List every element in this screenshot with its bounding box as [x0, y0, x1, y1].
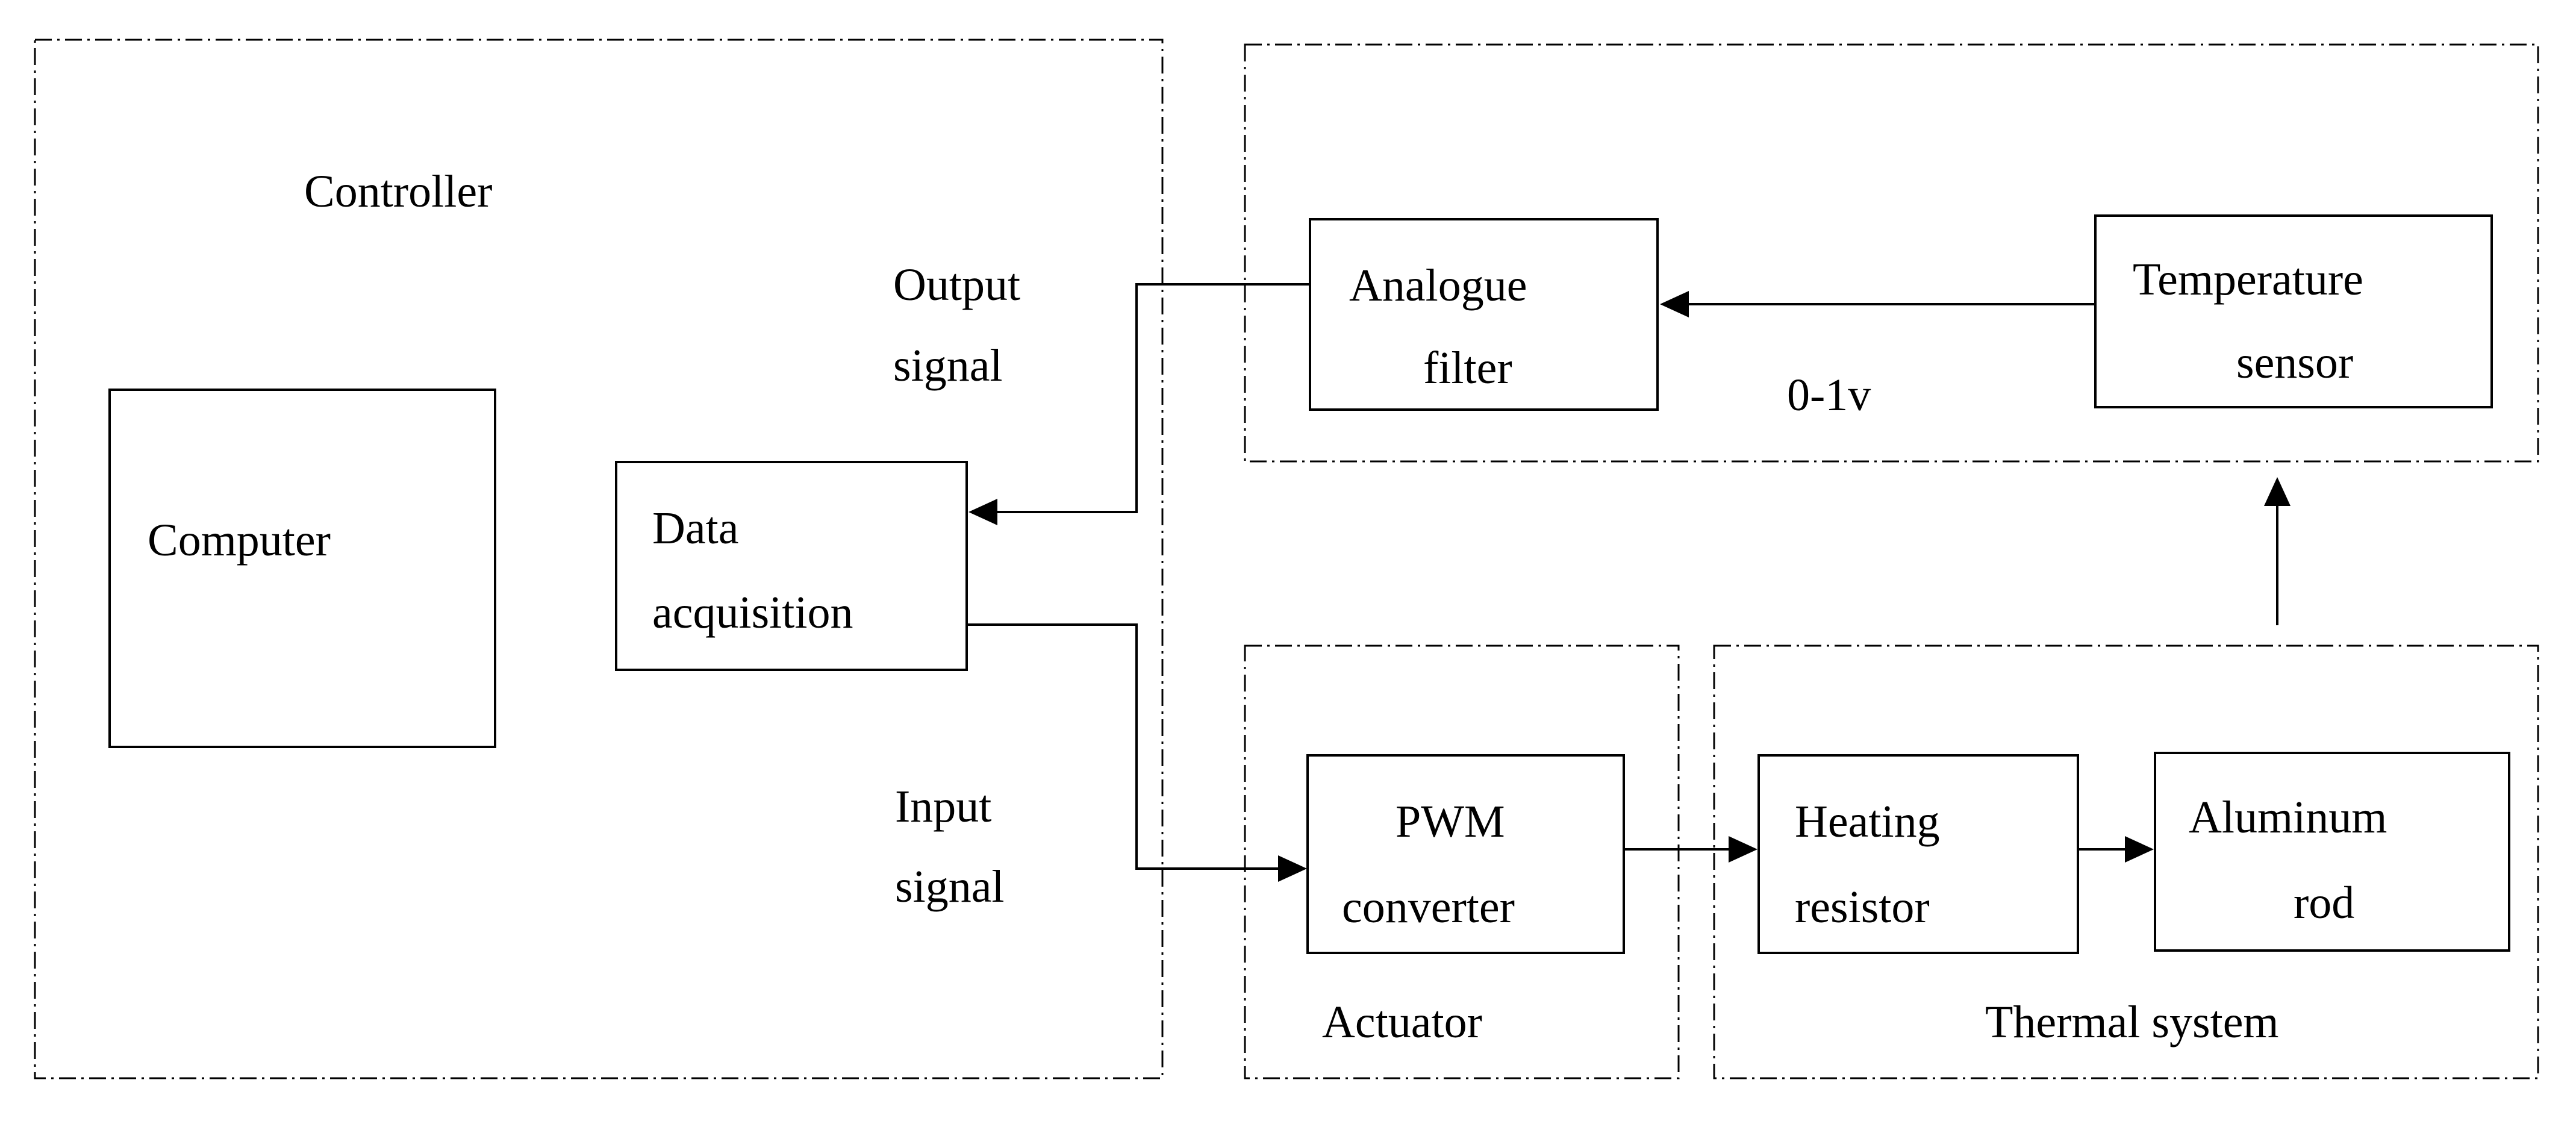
aluminum-rod-block: Aluminum rod: [2154, 752, 2510, 952]
temperature-sensor-label-line1: Temperature: [2133, 254, 2363, 305]
input-signal-label-line1: Input: [895, 781, 991, 832]
temperature-sensor-label-line2: sensor: [2236, 337, 2353, 388]
analogue-filter-label-line1: Analogue: [1349, 260, 1527, 311]
pwm-converter-block: PWM converter: [1306, 754, 1625, 954]
data-acquisition-label-line2: acquisition: [652, 587, 853, 638]
data-acquisition-block: Data acquisition: [615, 461, 968, 671]
output-signal-label-line2: signal: [893, 340, 1003, 391]
aluminum-rod-label-line2: rod: [2294, 878, 2354, 928]
thermal-system-group: [1713, 645, 2539, 1079]
thermal-system-label: Thermal system: [1985, 997, 2279, 1048]
heating-resistor-label-line1: Heating: [1795, 796, 1940, 847]
arrow-heating-resistor-to-aluminum-rod: [2078, 836, 2154, 863]
heating-resistor-block: Heating resistor: [1757, 754, 2079, 954]
output-signal-label-line1: Output: [893, 260, 1020, 310]
arrow-data-acquisition-to-pwm: [967, 623, 1307, 882]
controller-label: Controller: [304, 166, 492, 217]
data-acquisition-label-line1: Data: [652, 503, 738, 554]
arrow-sensor-to-filter: [1660, 291, 2095, 317]
sensing-group: [1244, 43, 2539, 463]
actuator-group: [1244, 645, 1680, 1079]
pwm-converter-label-line1: PWM: [1396, 796, 1505, 847]
analogue-filter-label-line2: filter: [1423, 343, 1512, 393]
arrow-pwm-to-heating-resistor: [1624, 836, 1757, 863]
arrow-filter-to-data-acquisition: [968, 283, 1310, 525]
heating-resistor-label-line2: resistor: [1795, 882, 1930, 932]
aluminum-rod-label-line1: Aluminum: [2189, 792, 2387, 843]
temperature-sensor-block: Temperature sensor: [2094, 214, 2493, 408]
computer-block: Computer: [108, 389, 496, 748]
analogue-filter-block: Analogue filter: [1309, 218, 1659, 411]
arrow-thermal-system-to-sensor: [2264, 477, 2291, 625]
pwm-converter-label-line2: converter: [1342, 882, 1515, 932]
input-signal-label-line2: signal: [895, 861, 1005, 912]
sensor-voltage-label: 0-1v: [1787, 370, 1871, 420]
computer-label: Computer: [148, 515, 331, 566]
actuator-label: Actuator: [1322, 997, 1482, 1048]
